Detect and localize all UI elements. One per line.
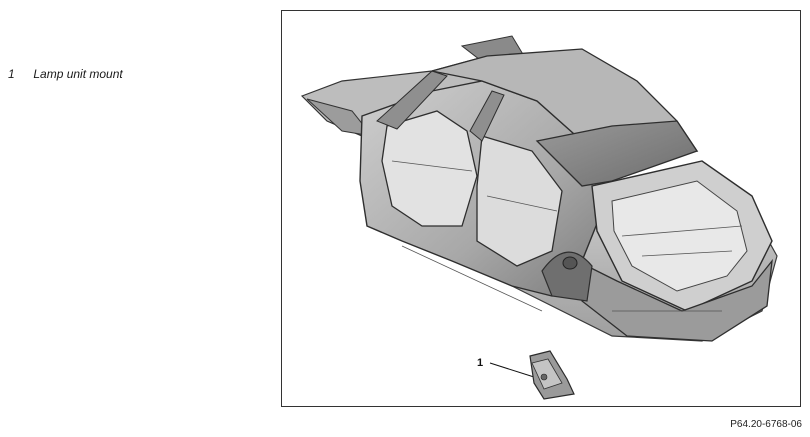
- figure-reference: P64.20-6768-06: [730, 419, 802, 430]
- rear-bumper-frame: [581, 258, 773, 342]
- legend-item-label: Lamp unit mount: [33, 67, 123, 81]
- diagram-frame: 1: [281, 10, 801, 407]
- roof-panel: [535, 120, 699, 187]
- legend-item-number: 1: [8, 67, 15, 81]
- callout-leader-line: [489, 362, 535, 378]
- car-body-illustration: 1: [300, 35, 778, 400]
- front-door-opening: [381, 110, 478, 227]
- legend: 1 Lamp unit mount: [8, 67, 123, 81]
- rear-wheel-arch: [541, 251, 593, 302]
- rear-door-opening: [476, 135, 563, 267]
- callout-number: 1: [477, 357, 483, 369]
